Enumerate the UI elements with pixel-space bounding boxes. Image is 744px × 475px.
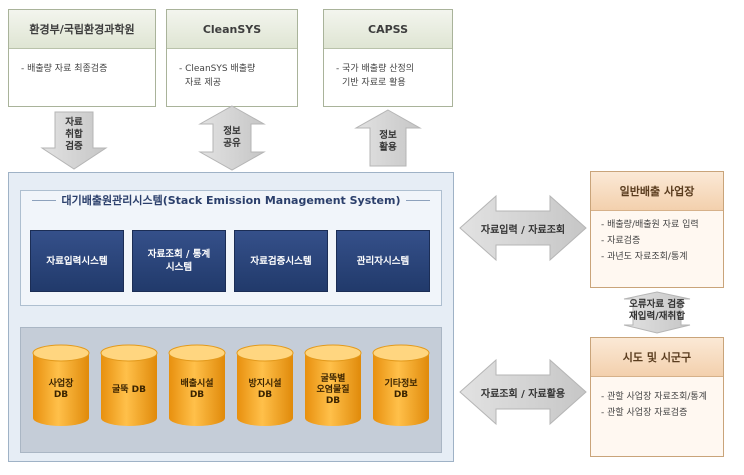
db-label: 사업장 — [48, 379, 74, 389]
module-label: 관리자시스템 — [356, 255, 410, 267]
right-box-title: 일반배출 사업장 — [591, 172, 723, 211]
top-box-line: - 국가 배출량 산정의 — [336, 64, 415, 74]
arrow-label-line: 검증 — [65, 141, 83, 152]
arrow-label-line: 취합 — [65, 129, 83, 140]
top-box-line: 기반 자료로 활용 — [342, 78, 406, 88]
database-icon — [100, 344, 158, 426]
up-down-arrow-icon — [623, 291, 691, 334]
module-data-query: 자료조회 / 통계 시스템 — [132, 230, 226, 292]
right-box-general-site: 일반배출 사업장 - 배출량/배출원 자료 입력 - 자료검증 - 과년도 자료… — [590, 171, 724, 288]
right-link-label: 오류자료 검증 재입력/재취합 — [610, 299, 704, 323]
top-box-title: CAPSS — [324, 10, 452, 49]
up-arrow-icon — [354, 109, 422, 167]
arrow-label-line: 공유 — [223, 138, 241, 149]
module-data-input: 자료입력시스템 — [30, 230, 124, 292]
db-label: DB — [393, 390, 409, 400]
arrow-label-input-query: 자료입력 / 자료조회 — [480, 224, 566, 236]
right-box-local-gov: 시도 및 시군구 - 관할 사업장 자료조회/통계 - 관할 사업장 자료검증 — [590, 337, 724, 457]
top-box-title: CleanSYS — [167, 10, 297, 49]
arrow-label-share: 정보 공유 — [214, 126, 250, 150]
db-label: 오염물질 — [316, 384, 350, 395]
top-box-line: 자료 제공 — [185, 78, 221, 88]
right-box-line: - 관할 사업장 자료조회/통계 — [601, 392, 707, 402]
system-title: 대기배출원관리시스템(Stack Emission Management Sys… — [61, 194, 401, 207]
db-label: DB — [53, 390, 69, 400]
double-arrow-icon — [198, 105, 266, 171]
database-icon — [236, 344, 294, 426]
database-icon — [372, 344, 430, 426]
top-box-moe: 환경부/국립환경과학원 - 배출량 자료 최종검증 — [8, 9, 156, 107]
left-right-arrow-icon — [459, 358, 587, 426]
module-admin: 관리자시스템 — [336, 230, 430, 292]
module-label: 자료입력시스템 — [46, 255, 108, 267]
right-link-line: 오류자료 검증 — [629, 299, 685, 310]
top-box-title: 환경부/국립환경과학원 — [9, 10, 155, 49]
right-box-line: - 관할 사업장 자료검증 — [601, 408, 688, 418]
module-data-verify: 자료검증시스템 — [234, 230, 328, 292]
arrow-label-line: 정보 — [223, 126, 241, 137]
arrow-label-use: 정보 활용 — [370, 130, 406, 154]
title-divider — [406, 200, 430, 201]
top-box-line: - CleanSYS 배출량 — [179, 64, 256, 74]
database-icon — [304, 344, 362, 426]
down-arrow-icon — [40, 111, 108, 170]
top-box-line: - 배출량 자료 최종검증 — [21, 64, 108, 74]
db-stack: 굴뚝 DB — [101, 364, 157, 416]
arrow-label-line: 자료 — [65, 117, 83, 128]
db-label: 기타정보 — [384, 379, 418, 389]
db-label: DB — [189, 390, 205, 400]
db-label: DB — [257, 390, 273, 400]
module-label: 자료검증시스템 — [250, 255, 312, 267]
db-label: 배출시설 — [180, 379, 214, 389]
database-panel — [20, 327, 442, 453]
right-box-line: - 자료검증 — [601, 236, 641, 246]
database-icon — [32, 344, 90, 426]
title-divider — [32, 200, 56, 201]
database-icon — [168, 344, 226, 426]
db-label: 굴뚝별 — [320, 373, 346, 384]
db-label: DB — [325, 395, 341, 406]
module-label: 시스템 — [165, 262, 193, 273]
arrow-label-line: 정보 — [379, 130, 397, 141]
module-label: 자료조회 / 통계 — [147, 249, 211, 260]
arrow-label-collect: 자료 취합 검증 — [56, 117, 92, 153]
right-box-line: - 과년도 자료조회/통계 — [601, 252, 688, 262]
top-box-capss: CAPSS - 국가 배출량 산정의 기반 자료로 활용 — [323, 9, 453, 107]
right-box-title: 시도 및 시군구 — [591, 338, 723, 377]
arrow-label-line: 활용 — [379, 142, 397, 153]
left-right-arrow-icon — [459, 194, 587, 262]
right-box-line: - 배출량/배출원 자료 입력 — [601, 220, 699, 230]
db-label: 방지시설 — [248, 379, 282, 389]
right-link-line: 재입력/재취합 — [629, 311, 685, 322]
db-label: 굴뚝 DB — [111, 384, 147, 395]
arrow-label-query-use: 자료조회 / 자료활용 — [480, 388, 566, 400]
